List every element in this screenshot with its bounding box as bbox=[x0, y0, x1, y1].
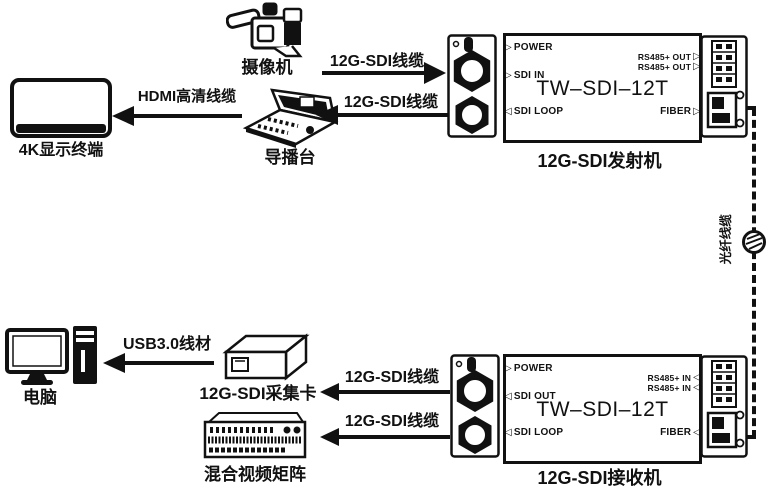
console-label: 导播台 bbox=[264, 148, 316, 167]
sdi-cable-right-label: 12G-SDI线缆 bbox=[329, 53, 425, 70]
tx-port-rs485-out-2: RS485+ OUT ▷ bbox=[637, 61, 701, 73]
pc-icon bbox=[5, 326, 97, 385]
sdi-left-arrowhead-icon bbox=[316, 105, 338, 125]
sdi-cable-left-line bbox=[337, 113, 448, 117]
rx-port-power-label: POWER bbox=[513, 363, 553, 374]
matrix-label: 混合视频矩阵 bbox=[204, 465, 306, 484]
arrow-left-small-icon: ◁ bbox=[693, 426, 701, 438]
pc-label: 电脑 bbox=[23, 388, 57, 407]
display-4k-label: 4K显示终端 bbox=[18, 142, 104, 159]
arrow-left-small-icon: ◁ bbox=[504, 426, 512, 438]
rx-model: TW–SDI–12T bbox=[536, 398, 669, 421]
usb-cable-line bbox=[124, 361, 214, 365]
hdmi-cable-label: HDMI高清线缆 bbox=[137, 88, 237, 105]
rx-bnc-panel bbox=[450, 354, 500, 458]
arrow-right-small-icon: ▷ bbox=[504, 69, 512, 81]
rx-port-sdi-loop: ◁ SDI LOOP bbox=[504, 427, 563, 438]
fiber-link-line bbox=[752, 108, 756, 438]
arrow-left-small-icon: ◁ bbox=[693, 382, 701, 393]
sdi-cable-matrix-label: 12G-SDI线缆 bbox=[344, 413, 440, 430]
sdi-card-arrowhead-icon bbox=[320, 383, 339, 401]
fiber-coil-icon bbox=[742, 230, 766, 254]
arrow-left-small-icon: ◁ bbox=[693, 372, 701, 383]
tx-port-sdi-in-label: SDI IN bbox=[513, 70, 545, 81]
usb-arrowhead-icon bbox=[103, 353, 125, 373]
tx-port-sdi-loop: ◁ SDI LOOP bbox=[504, 106, 563, 117]
rx-port-rs485-in-1-label: RS485+ IN bbox=[647, 373, 692, 383]
rx-port-sdi-out: ◁ SDI OUT bbox=[504, 391, 556, 402]
tx-bnc-panel bbox=[447, 34, 497, 138]
rx-port-rs485-in-2-label: RS485+ IN bbox=[647, 383, 692, 393]
rx-port-rs485-in-2: RS485+ IN ◁ bbox=[647, 382, 701, 394]
tx-port-fiber: FIBER ▷ bbox=[660, 106, 701, 117]
tx-port-sdi-loop-label: SDI LOOP bbox=[513, 106, 564, 117]
arrow-left-small-icon: ◁ bbox=[504, 390, 512, 402]
tx-caption: 12G-SDI发射机 bbox=[537, 151, 662, 171]
sdi-cable-card-label: 12G-SDI线缆 bbox=[344, 369, 440, 386]
tx-port-rs485-out-1: RS485+ OUT ▷ bbox=[637, 51, 701, 63]
tx-port-rs485-out-1-label: RS485+ OUT bbox=[637, 52, 692, 62]
rx-caption: 12G-SDI接收机 bbox=[537, 468, 662, 488]
display-4k-icon bbox=[10, 78, 112, 138]
tx-model: TW–SDI–12T bbox=[536, 77, 669, 100]
rx-body: ▷ POWER ◁ SDI OUT ◁ SDI LOOP TW–SDI–12T … bbox=[503, 354, 702, 464]
hdmi-arrowhead-icon bbox=[112, 106, 134, 126]
arrow-right-small-icon: ▷ bbox=[693, 61, 701, 72]
tx-port-power-label: POWER bbox=[513, 42, 553, 53]
sdi-matrix-arrowhead-icon bbox=[320, 428, 339, 446]
rx-port-power: ▷ POWER bbox=[504, 363, 553, 374]
tx-port-sdi-in: ▷ SDI IN bbox=[504, 70, 545, 81]
tx-port-fiber-label: FIBER bbox=[660, 106, 692, 117]
rx-port-rs485-in-1: RS485+ IN ◁ bbox=[647, 372, 701, 384]
usb-cable-label: USB3.0线材 bbox=[122, 336, 212, 353]
arrow-left-small-icon: ◁ bbox=[504, 105, 512, 117]
sdi-cable-right-line bbox=[322, 71, 425, 75]
rx-port-fiber: FIBER ◁ bbox=[660, 427, 701, 438]
fiber-stub-bottom bbox=[746, 435, 756, 439]
fiber-link-label: 光纤线缆 bbox=[718, 214, 733, 265]
sdi-right-arrowhead-icon bbox=[424, 62, 446, 84]
fiber-stub-top bbox=[746, 106, 756, 110]
tx-port-power: ▷ POWER bbox=[504, 42, 553, 53]
tx-port-rs485-out-2-label: RS485+ OUT bbox=[637, 62, 692, 72]
arrow-right-small-icon: ▷ bbox=[504, 362, 512, 374]
capture-card-label: 12G-SDI采集卡 bbox=[199, 384, 317, 403]
camera-label: 摄像机 bbox=[241, 58, 293, 77]
sdi-cable-card-line bbox=[338, 390, 450, 394]
matrix-icon bbox=[203, 412, 307, 459]
capture-card-icon bbox=[222, 333, 310, 381]
arrow-right-small-icon: ▷ bbox=[693, 51, 701, 62]
tx-fiber-panel bbox=[700, 35, 748, 138]
rx-fiber-panel bbox=[700, 355, 748, 458]
arrow-right-small-icon: ▷ bbox=[504, 41, 512, 53]
sdi-cable-matrix-line bbox=[338, 435, 450, 439]
hdmi-cable-line bbox=[133, 114, 242, 118]
rx-port-sdi-loop-label: SDI LOOP bbox=[513, 427, 564, 438]
camera-icon bbox=[226, 2, 303, 58]
arrow-right-small-icon: ▷ bbox=[693, 105, 701, 117]
sdi-cable-left-label: 12G-SDI线缆 bbox=[343, 94, 439, 111]
tx-body: ▷ POWER ▷ SDI IN ◁ SDI LOOP TW–SDI–12T R… bbox=[503, 33, 702, 143]
rx-port-sdi-out-label: SDI OUT bbox=[513, 391, 556, 402]
rx-port-fiber-label: FIBER bbox=[660, 427, 692, 438]
